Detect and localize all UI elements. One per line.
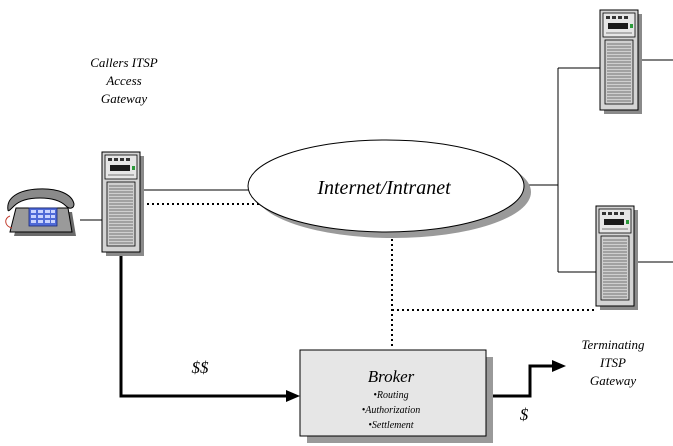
double-dollar-label: $$ bbox=[192, 358, 210, 377]
broker-text: Broker •Routing •Authorization •Settleme… bbox=[362, 367, 421, 431]
server-icon bbox=[599, 9, 643, 115]
broker-function-settlement: •Settlement bbox=[368, 420, 413, 431]
broker-title: Broker bbox=[368, 367, 415, 386]
server-icon bbox=[101, 151, 145, 257]
payment-flows bbox=[119, 256, 556, 398]
caller-gateway-line-1: Callers ITSP bbox=[90, 55, 158, 70]
caller-gateway-line-2: Access bbox=[105, 73, 141, 88]
arrow-head bbox=[552, 360, 566, 372]
broker-box bbox=[299, 349, 493, 443]
arrow-head bbox=[286, 390, 300, 402]
server-icon bbox=[595, 205, 639, 311]
telephone-icon bbox=[5, 188, 76, 236]
cloud-label: Internet/Intranet bbox=[316, 177, 451, 199]
terminating-gateway-label: Terminating ITSP Gateway bbox=[581, 337, 645, 388]
caller-gateway-label: Callers ITSP Access Gateway bbox=[90, 55, 158, 106]
broker-function-routing: •Routing bbox=[373, 390, 408, 401]
caller-gateway-line-3: Gateway bbox=[101, 91, 147, 106]
terminating-gateway-line-2: ITSP bbox=[599, 355, 626, 370]
terminating-gateway-line-1: Terminating bbox=[581, 337, 645, 352]
terminating-gateway-line-3: Gateway bbox=[590, 373, 636, 388]
broker-function-authorization: •Authorization bbox=[362, 405, 421, 416]
single-dollar-label: $ bbox=[520, 405, 529, 424]
internet-cloud bbox=[247, 139, 531, 238]
